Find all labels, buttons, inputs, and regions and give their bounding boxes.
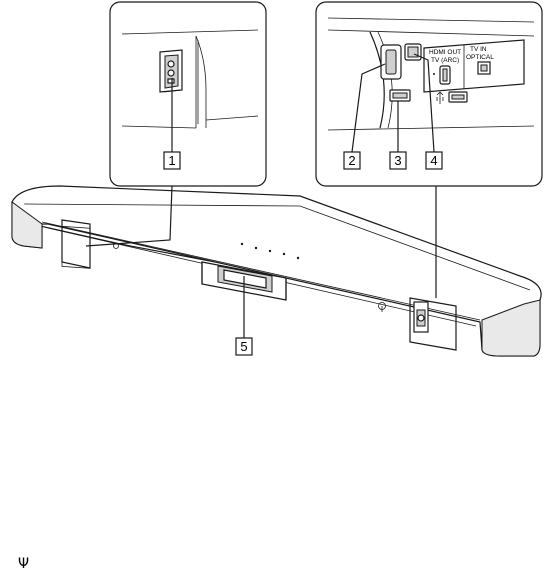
wall-mount-hole-icon [379, 303, 386, 313]
soundbar-body [12, 186, 541, 356]
hdmi-out-label: HDMI OUT [429, 49, 461, 56]
optical-label: OPTICAL [466, 54, 494, 61]
callout-1: 1 [164, 152, 180, 169]
tv-arc-label: TV (ARC) [431, 57, 459, 64]
tv-in-label: TV IN [470, 46, 487, 53]
optical-port-icon [478, 62, 490, 74]
callout-5: 5 [236, 338, 252, 355]
svg-text:3: 3 [394, 153, 401, 168]
left-detail-inset [110, 2, 266, 186]
callout-4: 4 [426, 152, 442, 169]
svg-text:5: 5 [240, 339, 247, 354]
callout-2: 2 [344, 152, 360, 169]
usb-symbol-icon: Ψ [18, 556, 29, 572]
svg-text:2: 2 [348, 153, 355, 168]
svg-text:4: 4 [430, 153, 437, 168]
svg-text:1: 1 [168, 153, 175, 168]
callout-3: 3 [390, 152, 406, 169]
